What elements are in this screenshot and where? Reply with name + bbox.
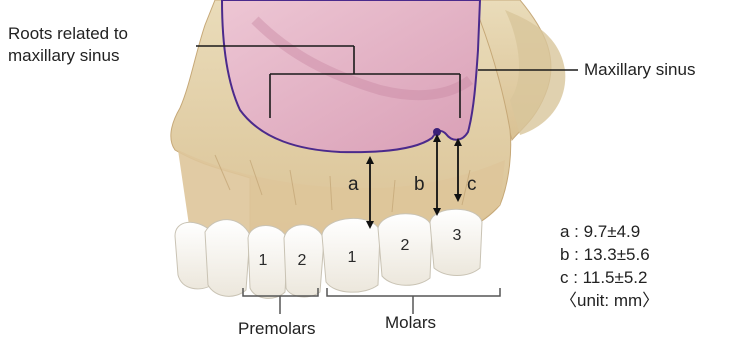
distance-c-letter: c (467, 174, 477, 195)
canine (205, 220, 250, 297)
measurement-c: c : 11.5±5.2 (560, 267, 647, 288)
distance-b-letter: b (414, 174, 425, 195)
molar-number: 3 (453, 227, 462, 244)
molar-number: 1 (348, 249, 357, 266)
measurement-b: b : 13.3±5.6 (560, 244, 650, 265)
distance-a-letter: a (348, 174, 359, 195)
maxillary-sinus-label: Maxillary sinus (584, 59, 695, 80)
measurement-a: a : 9.7±4.9 (560, 221, 640, 242)
premolar-number: 1 (259, 252, 268, 269)
premolars-label: Premolars (238, 318, 315, 339)
premolar-number: 2 (298, 252, 307, 269)
roots-label-line2: maxillary sinus (8, 45, 119, 66)
roots-label-line1: Roots related to (8, 23, 128, 44)
unit-note: 〈unit: mm〉 (560, 290, 659, 311)
premolar-1-tooth (248, 226, 288, 299)
molars-label: Molars (385, 312, 436, 333)
molar-number: 2 (401, 237, 410, 254)
root-tip (433, 128, 441, 136)
